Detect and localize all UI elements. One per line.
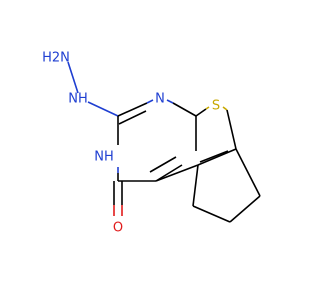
atom-h2n: H2N: [42, 51, 70, 66]
bond-c5-c6: [192, 205, 231, 223]
bond-c2-n3-n-part: [146, 99, 154, 104]
bond-nh-c2-hydrazine: [87, 101, 119, 117]
bond-n3-c3a: [172, 102, 197, 117]
atom-labels: H2N NH N NH S O: [42, 51, 220, 236]
atom-s: S: [212, 99, 220, 114]
bond-c3a-s: [195, 108, 207, 117]
bond-c7b-c3b-double: [199, 150, 229, 163]
atom-o: O: [113, 221, 123, 236]
bond-c4a-c3b: [155, 164, 183, 182]
bond-n3-c3a-n-part: [166, 99, 174, 104]
atom-nh-hydrazine: NH: [68, 92, 88, 107]
bond-c7-c7b: [235, 148, 261, 197]
bond-c3b-c4a: [155, 164, 199, 182]
atom-n-ring: N: [155, 92, 165, 107]
bond-c2-n3: [117, 102, 148, 117]
molecule-canvas: H2N NH N NH S O: [42, 51, 261, 236]
bonds: [67, 61, 261, 223]
bond-c2-n3-double: [118, 110, 147, 125]
bond-s-c7b: [226, 109, 237, 150]
bond-s-c7b-s-part: [222, 106, 228, 111]
bond-h2n-nh: [67, 61, 79, 94]
molecule-structure: H2N NH N NH S O: [42, 51, 261, 236]
atom-nh-ring: NH: [94, 150, 114, 165]
bond-c6-c7: [229, 195, 261, 223]
bond-c3a-s-s-part: [205, 106, 210, 110]
bond-c3b-c5: [192, 164, 199, 207]
bond-c7b-c3b: [197, 148, 237, 166]
bond-c4a-c3b-double: [149, 156, 177, 173]
